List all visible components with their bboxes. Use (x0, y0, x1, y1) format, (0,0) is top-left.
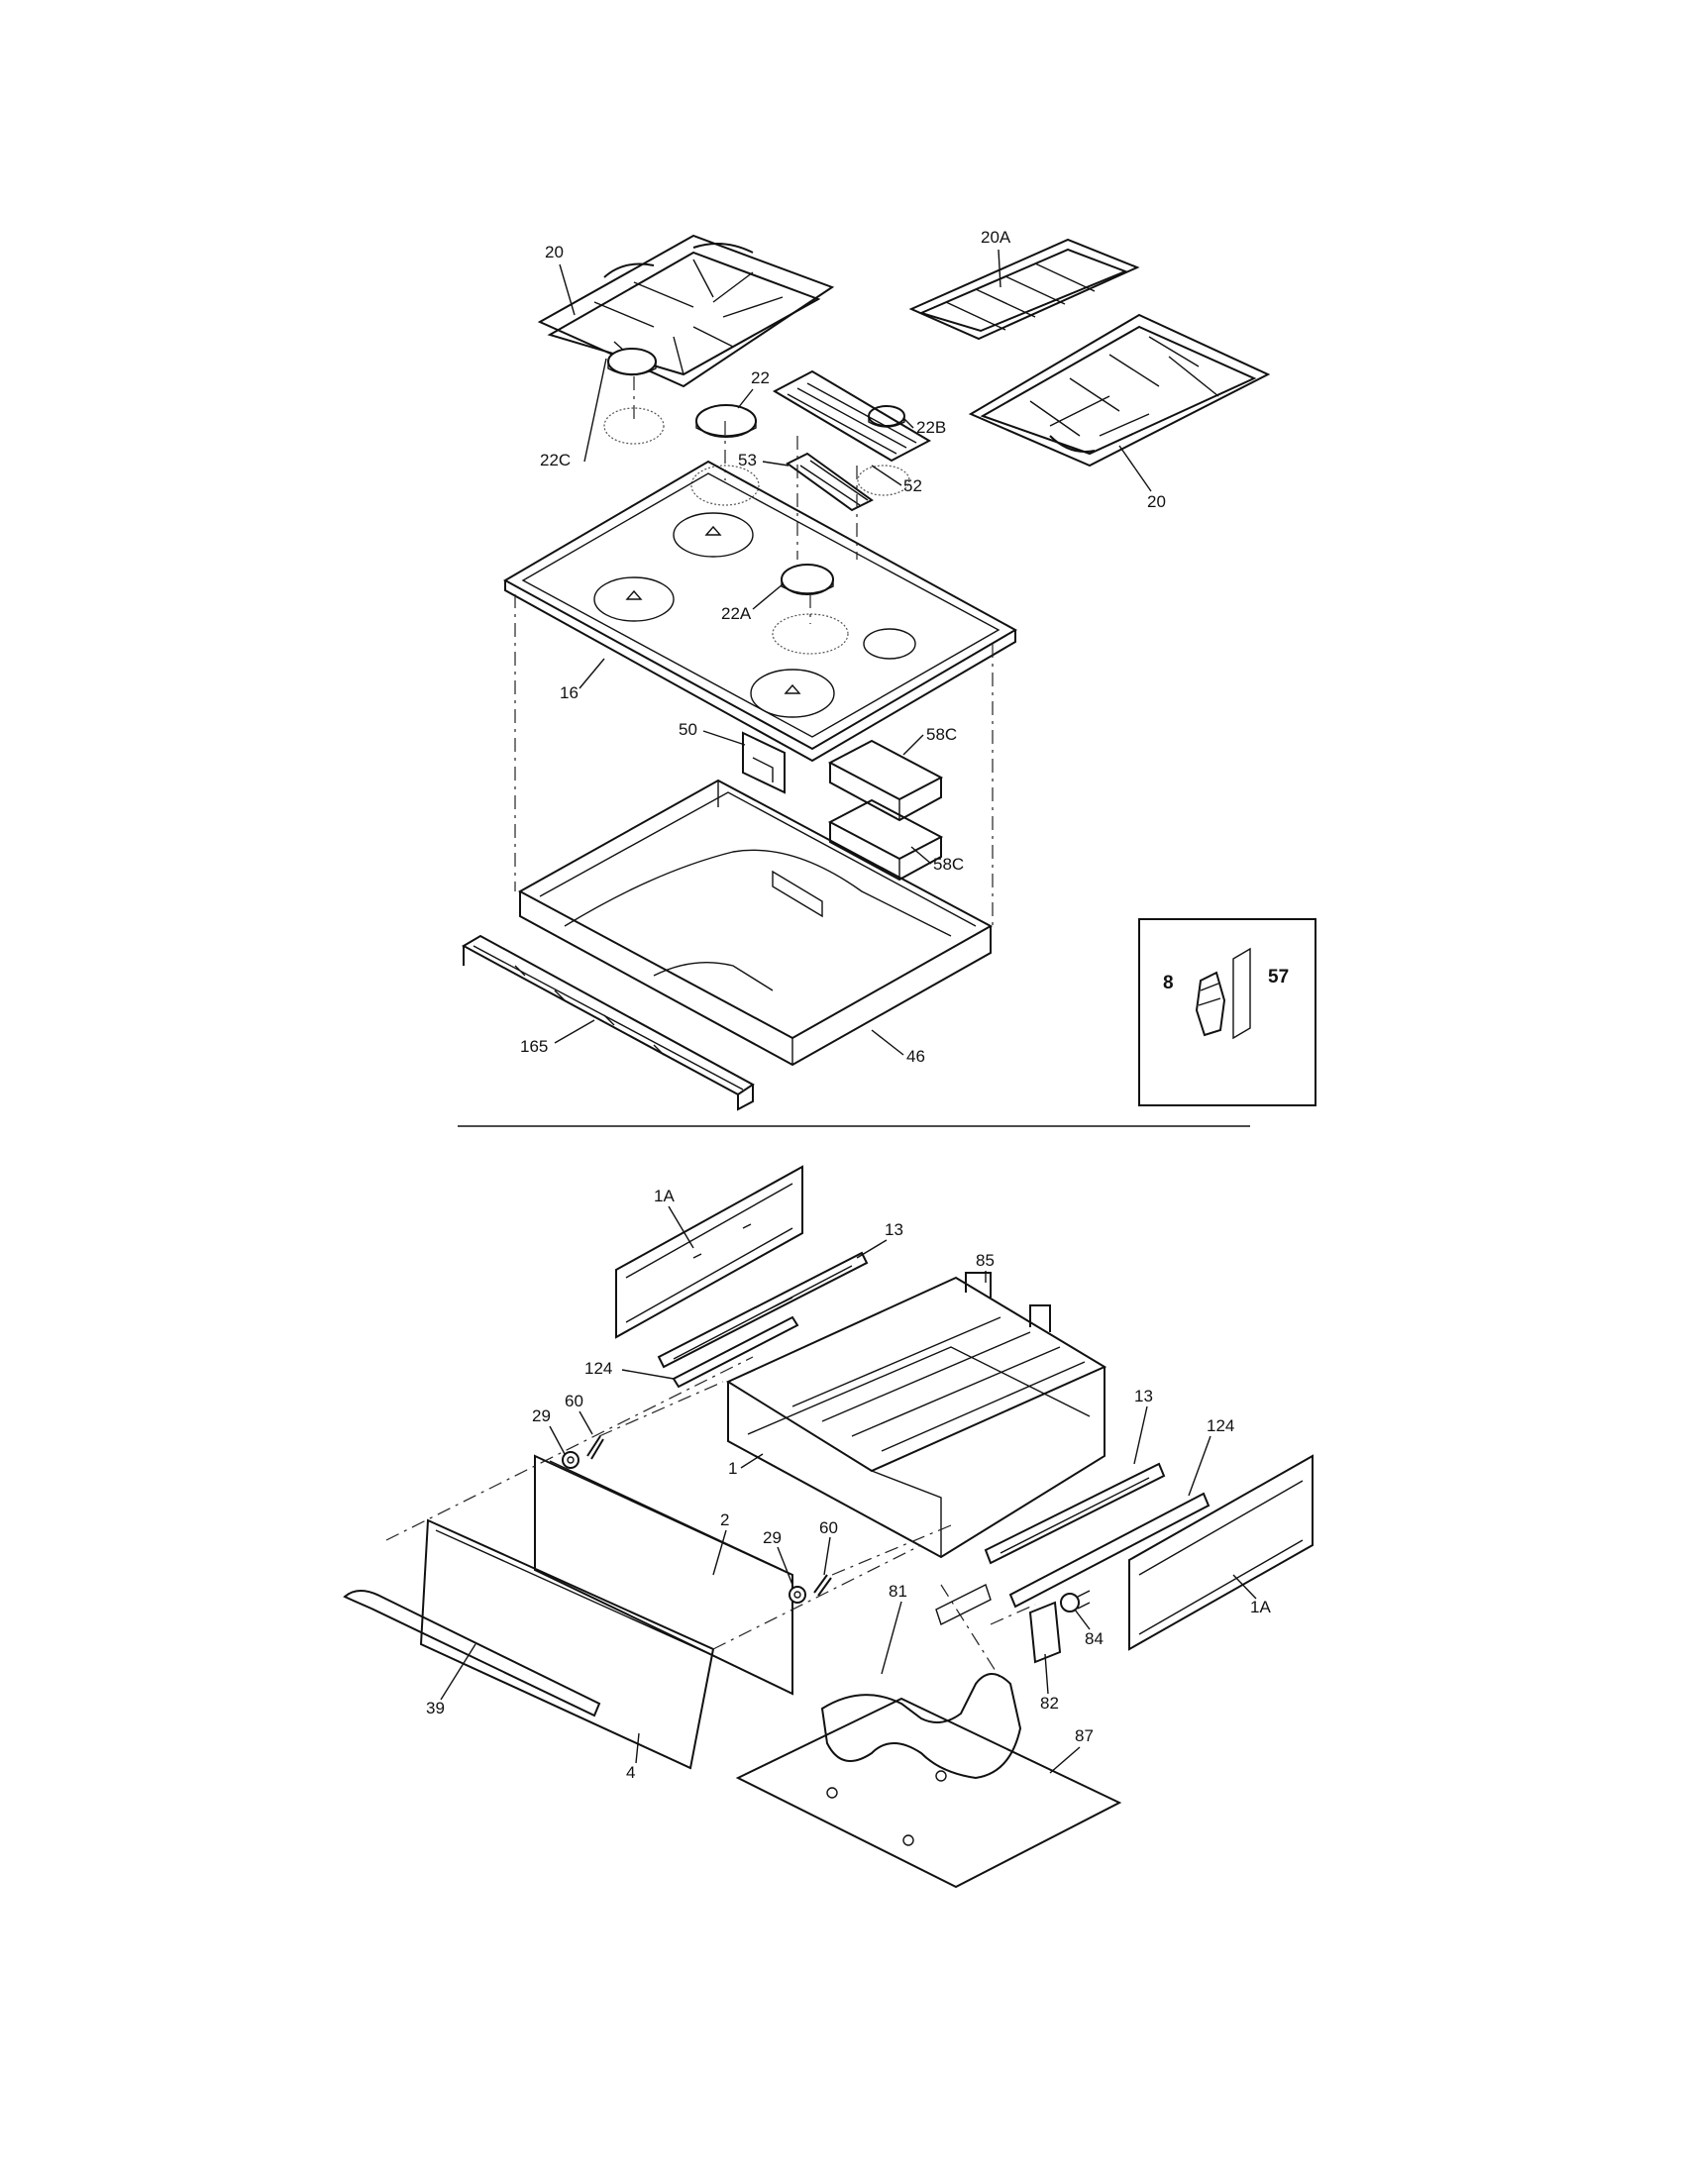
nut-29-left (562, 1451, 579, 1469)
screw-60-left (586, 1435, 604, 1460)
label-panel-2: 2 (720, 1510, 729, 1529)
floor-panel-87 (735, 1697, 1122, 1889)
grate-right (968, 313, 1271, 468)
front-panel-4 (419, 1518, 715, 1770)
label-cooktop-16: 16 (560, 683, 579, 702)
label-handle-39: 39 (426, 1699, 445, 1717)
heating-element-81 (820, 1584, 1022, 1780)
label-inset-57: 57 (1268, 967, 1289, 988)
label-vent-52: 52 (903, 476, 922, 495)
label-cap-22: 22 (751, 368, 770, 387)
inner-panel-2 (534, 1454, 793, 1696)
label-bracket-82: 82 (1040, 1694, 1059, 1713)
label-grate-center: 20A (981, 228, 1011, 247)
label-nut-29-right: 29 (763, 1528, 782, 1547)
drawer-body (725, 1272, 1107, 1559)
label-slide-13-left: 13 (885, 1220, 903, 1239)
label-screw-60-left: 60 (565, 1392, 583, 1410)
cooktop-16 (502, 460, 1018, 763)
label-side-1a-top: 1A (654, 1187, 675, 1205)
slide-13-left (657, 1251, 869, 1369)
screw-60-right (813, 1574, 832, 1597)
label-rail-165: 165 (520, 1037, 548, 1056)
label-drawer-85: 85 (976, 1251, 995, 1270)
part-labels: 20 20 20A 22 22C 22B 22A 53 52 16 50 58C… (426, 228, 1289, 1782)
label-cap-22c: 22C (540, 451, 571, 469)
label-inset-8: 8 (1163, 973, 1174, 993)
label-grate-left: 20 (545, 243, 564, 261)
burner-cap-22a (781, 564, 834, 595)
grate-left (537, 234, 835, 388)
label-cap-22a: 22A (721, 604, 752, 623)
label-front-4: 4 (626, 1763, 635, 1782)
label-chassis-46: 46 (906, 1047, 925, 1066)
label-grate-right-bottom: 20 (1147, 492, 1166, 511)
label-element-81: 81 (889, 1582, 907, 1601)
bracket-82 (1028, 1601, 1062, 1664)
label-thermostat-84: 84 (1085, 1629, 1104, 1648)
bracket-50 (742, 731, 786, 794)
label-floor-87: 87 (1075, 1726, 1094, 1745)
box-58c-bottom (827, 798, 944, 882)
label-cap-22b: 22B (916, 418, 946, 437)
slide-124-right (1008, 1492, 1210, 1609)
label-bracket-50: 50 (679, 720, 697, 739)
handle-39 (343, 1590, 601, 1717)
thermostat-84 (1060, 1590, 1091, 1612)
label-box-58c-bottom: 58C (933, 855, 964, 874)
side-panel-1a-right (1128, 1454, 1314, 1651)
label-vent-53: 53 (738, 451, 757, 469)
burner-head-far-left (603, 407, 665, 445)
label-box-58c-top: 58C (926, 725, 957, 744)
label-screw-60-right: 60 (819, 1518, 838, 1537)
burner-head-center (772, 613, 849, 655)
label-nut-29-left: 29 (532, 1406, 551, 1425)
side-panel-1a-left (615, 1165, 803, 1339)
burner-cap-22c (607, 348, 657, 376)
slide-13-right (984, 1462, 1166, 1565)
label-slide-13-right: 13 (1134, 1387, 1153, 1405)
vent-grille-53 (786, 452, 874, 512)
vent-trim-52 (772, 369, 932, 463)
burner-head-rear-left (690, 465, 760, 506)
label-drawer-1: 1 (728, 1459, 737, 1478)
burner-cap-22 (695, 404, 757, 438)
burner-head-right (857, 465, 910, 496)
slide-124-left (672, 1315, 799, 1389)
nut-29-right (789, 1586, 806, 1604)
leader-lines (440, 249, 1257, 1774)
grate-center (908, 238, 1140, 341)
label-slide-124-right: 124 (1207, 1416, 1234, 1435)
label-side-1a-right: 1A (1250, 1598, 1271, 1616)
label-slide-124-left: 124 (584, 1359, 612, 1378)
chassis-46 (517, 779, 994, 1067)
box-58c-top (827, 739, 944, 822)
rail-165 (461, 934, 755, 1111)
inset-box (1138, 918, 1316, 1106)
